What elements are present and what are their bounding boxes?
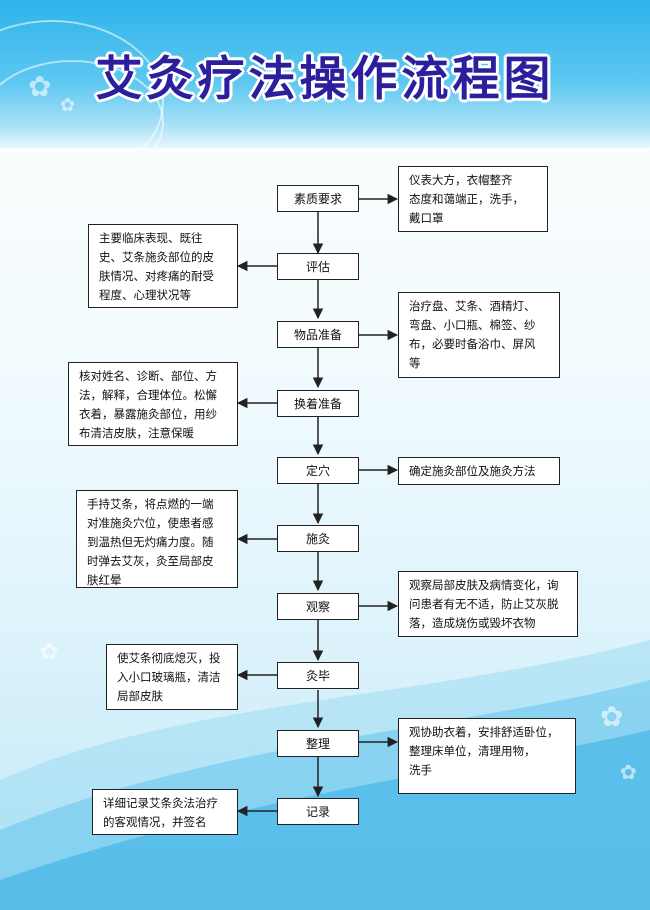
step-box: 评估: [277, 253, 359, 280]
flower-icon: ✿: [600, 700, 624, 733]
step-box: 物品准备: [277, 321, 359, 348]
step-box: 定穴: [277, 457, 359, 484]
detail-note: 治疗盘、艾条、酒精灯、 弯盘、小口瓶、棉签、纱 布，必要时备浴巾、屏风 等: [398, 292, 560, 378]
step-box: 换着准备: [277, 390, 359, 417]
step-box: 整理: [277, 730, 359, 757]
step-box: 观察: [277, 593, 359, 620]
flower-icon: ✿: [60, 95, 76, 116]
step-box: 素质要求: [277, 185, 359, 212]
detail-note: 主要临床表现、既往 史、艾条施灸部位的皮 肤情况、对疼痛的耐受 程度、心理状况等: [88, 224, 238, 308]
page-title: 艾灸疗法操作流程图: [95, 52, 555, 107]
step-box: 施灸: [277, 525, 359, 552]
step-box: 灸毕: [277, 662, 359, 689]
step-box: 记录: [277, 798, 359, 825]
detail-note: 观察局部皮肤及病情变化，询 问患者有无不适，防止艾灰脱 落，造成烧伤或毁坏衣物: [398, 571, 578, 637]
detail-note: 观协助衣着，安排舒适卧位， 整理床单位，清理用物， 洗手: [398, 718, 576, 794]
detail-note: 手持艾条，将点燃的一端 对准施灸穴位，使患者感 到温热但无灼痛力度。随 时弹去艾…: [76, 490, 238, 588]
flower-icon: ✿: [620, 760, 637, 784]
detail-note: 详细记录艾条灸法治疗 的客观情况，并签名: [92, 789, 238, 835]
flower-icon: ✿: [28, 70, 52, 103]
flower-icon: ✿: [40, 640, 59, 665]
detail-note: 使艾条彻底熄灭，投 入小口玻璃瓶，清洁 局部皮肤: [106, 644, 238, 710]
detail-note: 确定施灸部位及施灸方法: [398, 457, 560, 485]
header-banner: ✿ ✿ 艾灸疗法操作流程图: [0, 0, 650, 148]
detail-note: 仪表大方，衣帽整齐 态度和蔼端正，洗手， 戴口罩: [398, 166, 548, 232]
detail-note: 核对姓名、诊断、部位、方 法，解释，合理体位。松懈 衣着，暴露施灸部位，用纱 布…: [68, 362, 238, 446]
